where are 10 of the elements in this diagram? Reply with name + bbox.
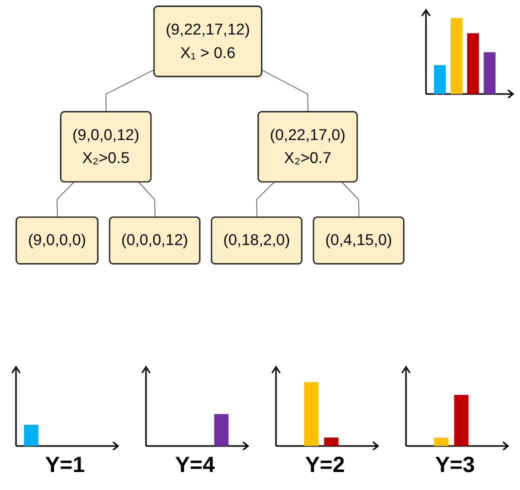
class-label: Y=4 <box>175 452 215 478</box>
class-label: Y=2 <box>305 452 345 478</box>
connector <box>342 182 360 218</box>
class-label: Y=1 <box>45 452 85 478</box>
connector <box>56 182 74 218</box>
class-label: Y=3 <box>435 452 475 478</box>
connector <box>105 69 155 112</box>
connector <box>138 182 156 218</box>
connector <box>256 182 274 218</box>
connector <box>262 70 308 112</box>
